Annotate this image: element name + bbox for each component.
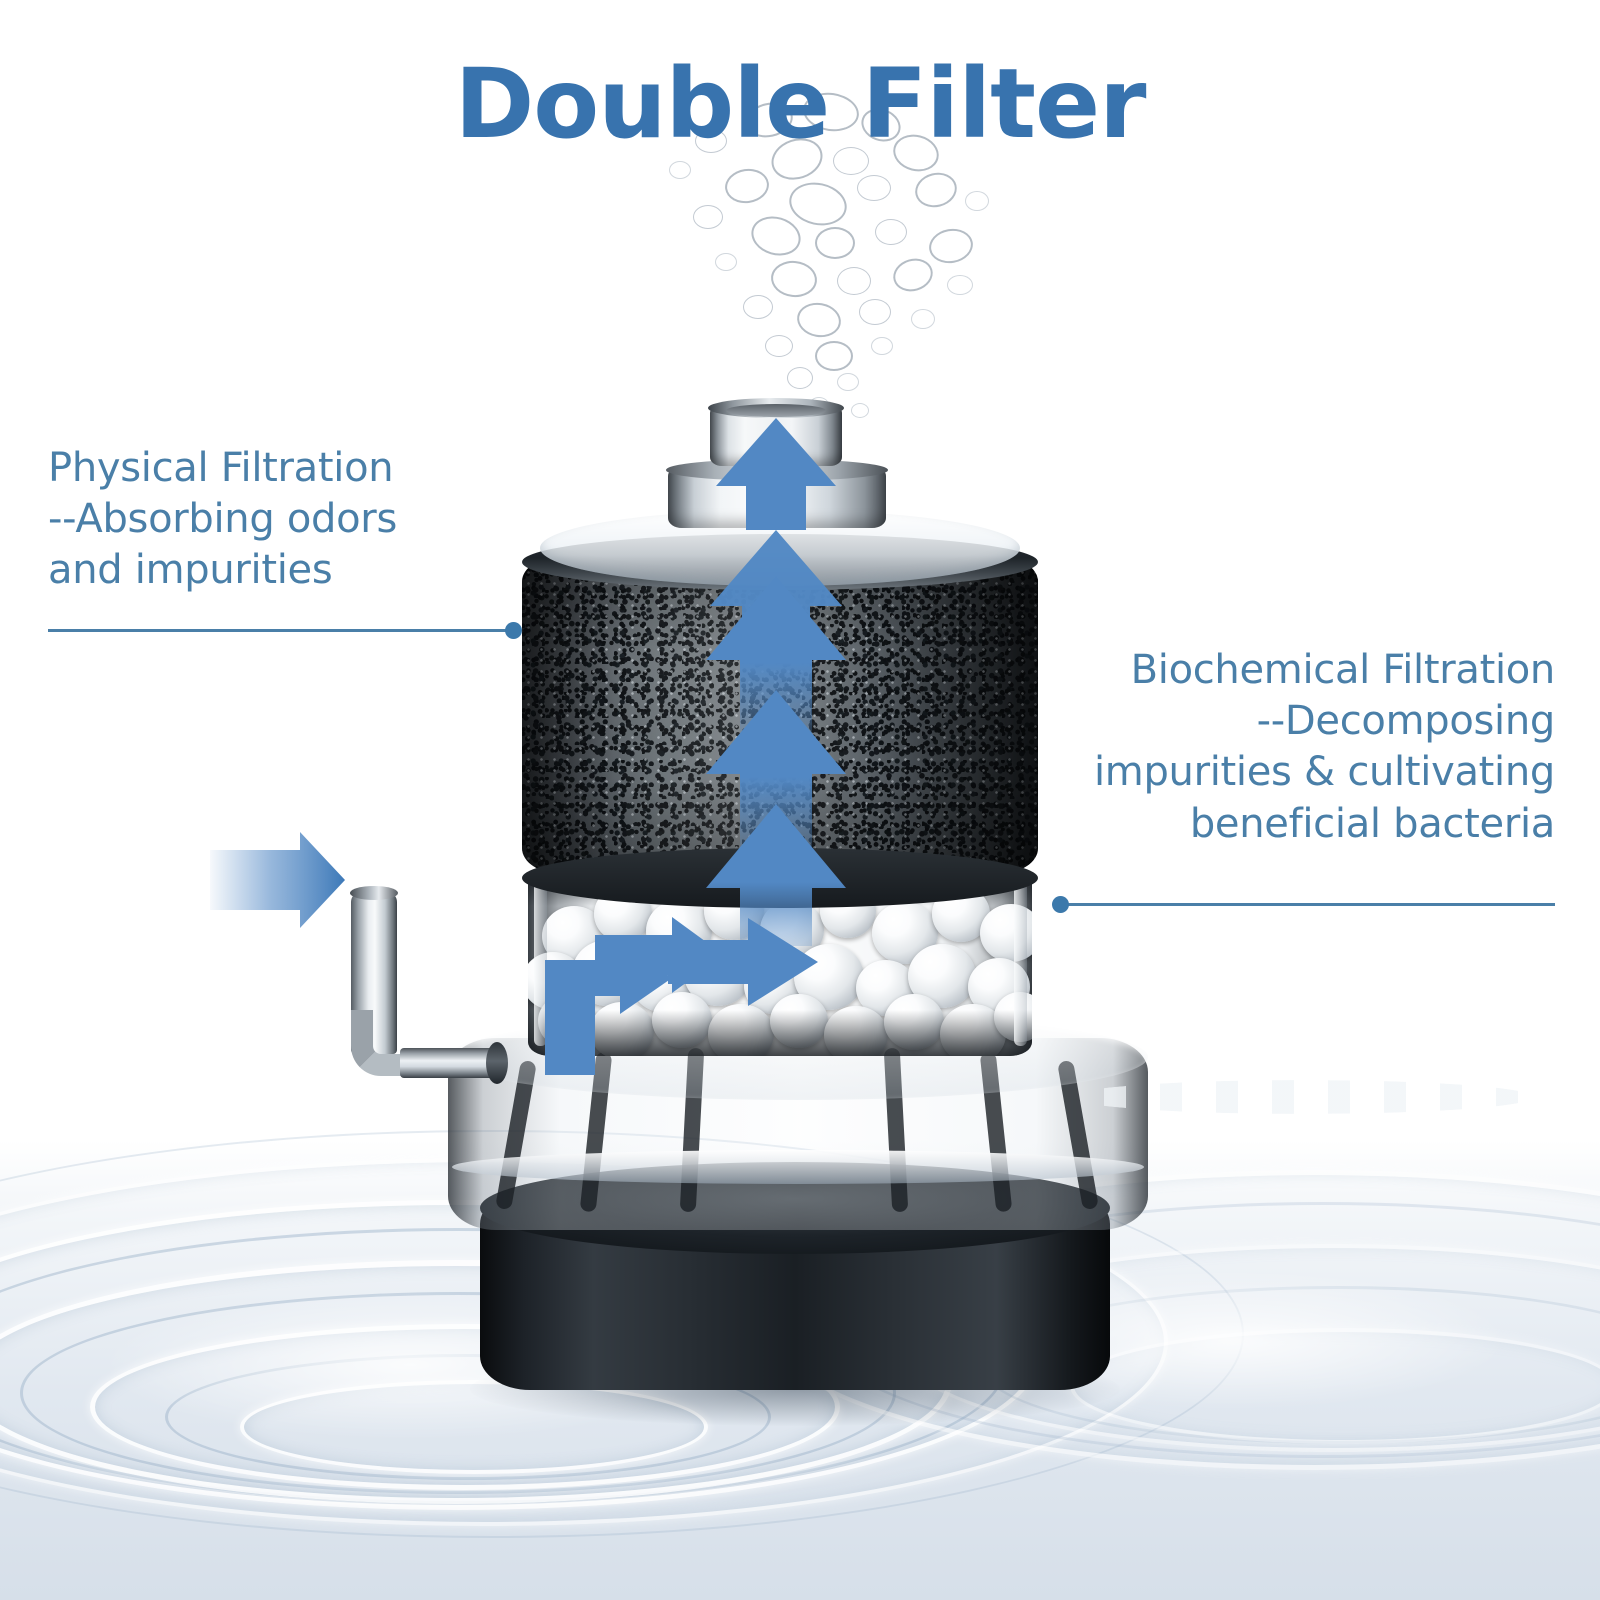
air-inlet-joint [486, 1042, 508, 1084]
annotation-right-line-4: beneficial bacteria [1189, 800, 1555, 847]
leader-dot-left [505, 622, 522, 639]
skirt-band [452, 1150, 1144, 1184]
leader-line-right [1068, 903, 1555, 906]
annotation-left-line-1: Physical Filtration [48, 445, 394, 491]
annotation-right-line-2: --Decomposing [1256, 698, 1556, 745]
annotation-left-line-2: --Absorbing odors [48, 496, 397, 543]
outlet-nozzle-opening [726, 404, 826, 417]
leader-dot-right [1052, 896, 1069, 913]
air-inlet-tube-opening [350, 886, 398, 900]
sponge-bottom [522, 848, 1038, 908]
annotation-biochemical-filtration: Biochemical Filtration --Decomposing imp… [995, 645, 1555, 850]
annotation-left-line-3: and impurities [48, 547, 333, 594]
page-title: Double Filter [454, 48, 1147, 160]
annotation-physical-filtration: Physical Filtration --Absorbing odors an… [48, 443, 518, 597]
annotation-right-line-3: impurities & cultivating [1093, 749, 1555, 796]
sponge-cartridge [522, 556, 1038, 874]
leader-line-left [48, 629, 510, 632]
annotation-right-line-1: Biochemical Filtration [1130, 647, 1556, 693]
